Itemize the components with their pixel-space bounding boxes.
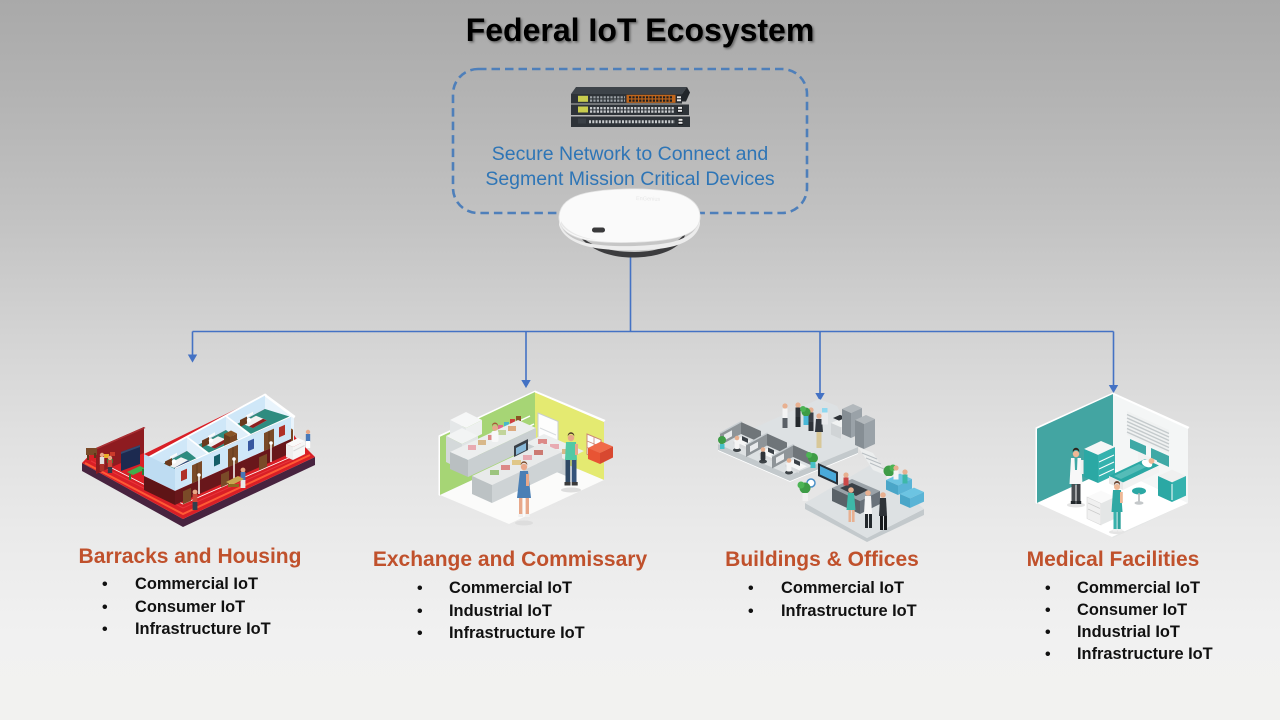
svg-text:EnGenius: EnGenius xyxy=(636,196,661,203)
